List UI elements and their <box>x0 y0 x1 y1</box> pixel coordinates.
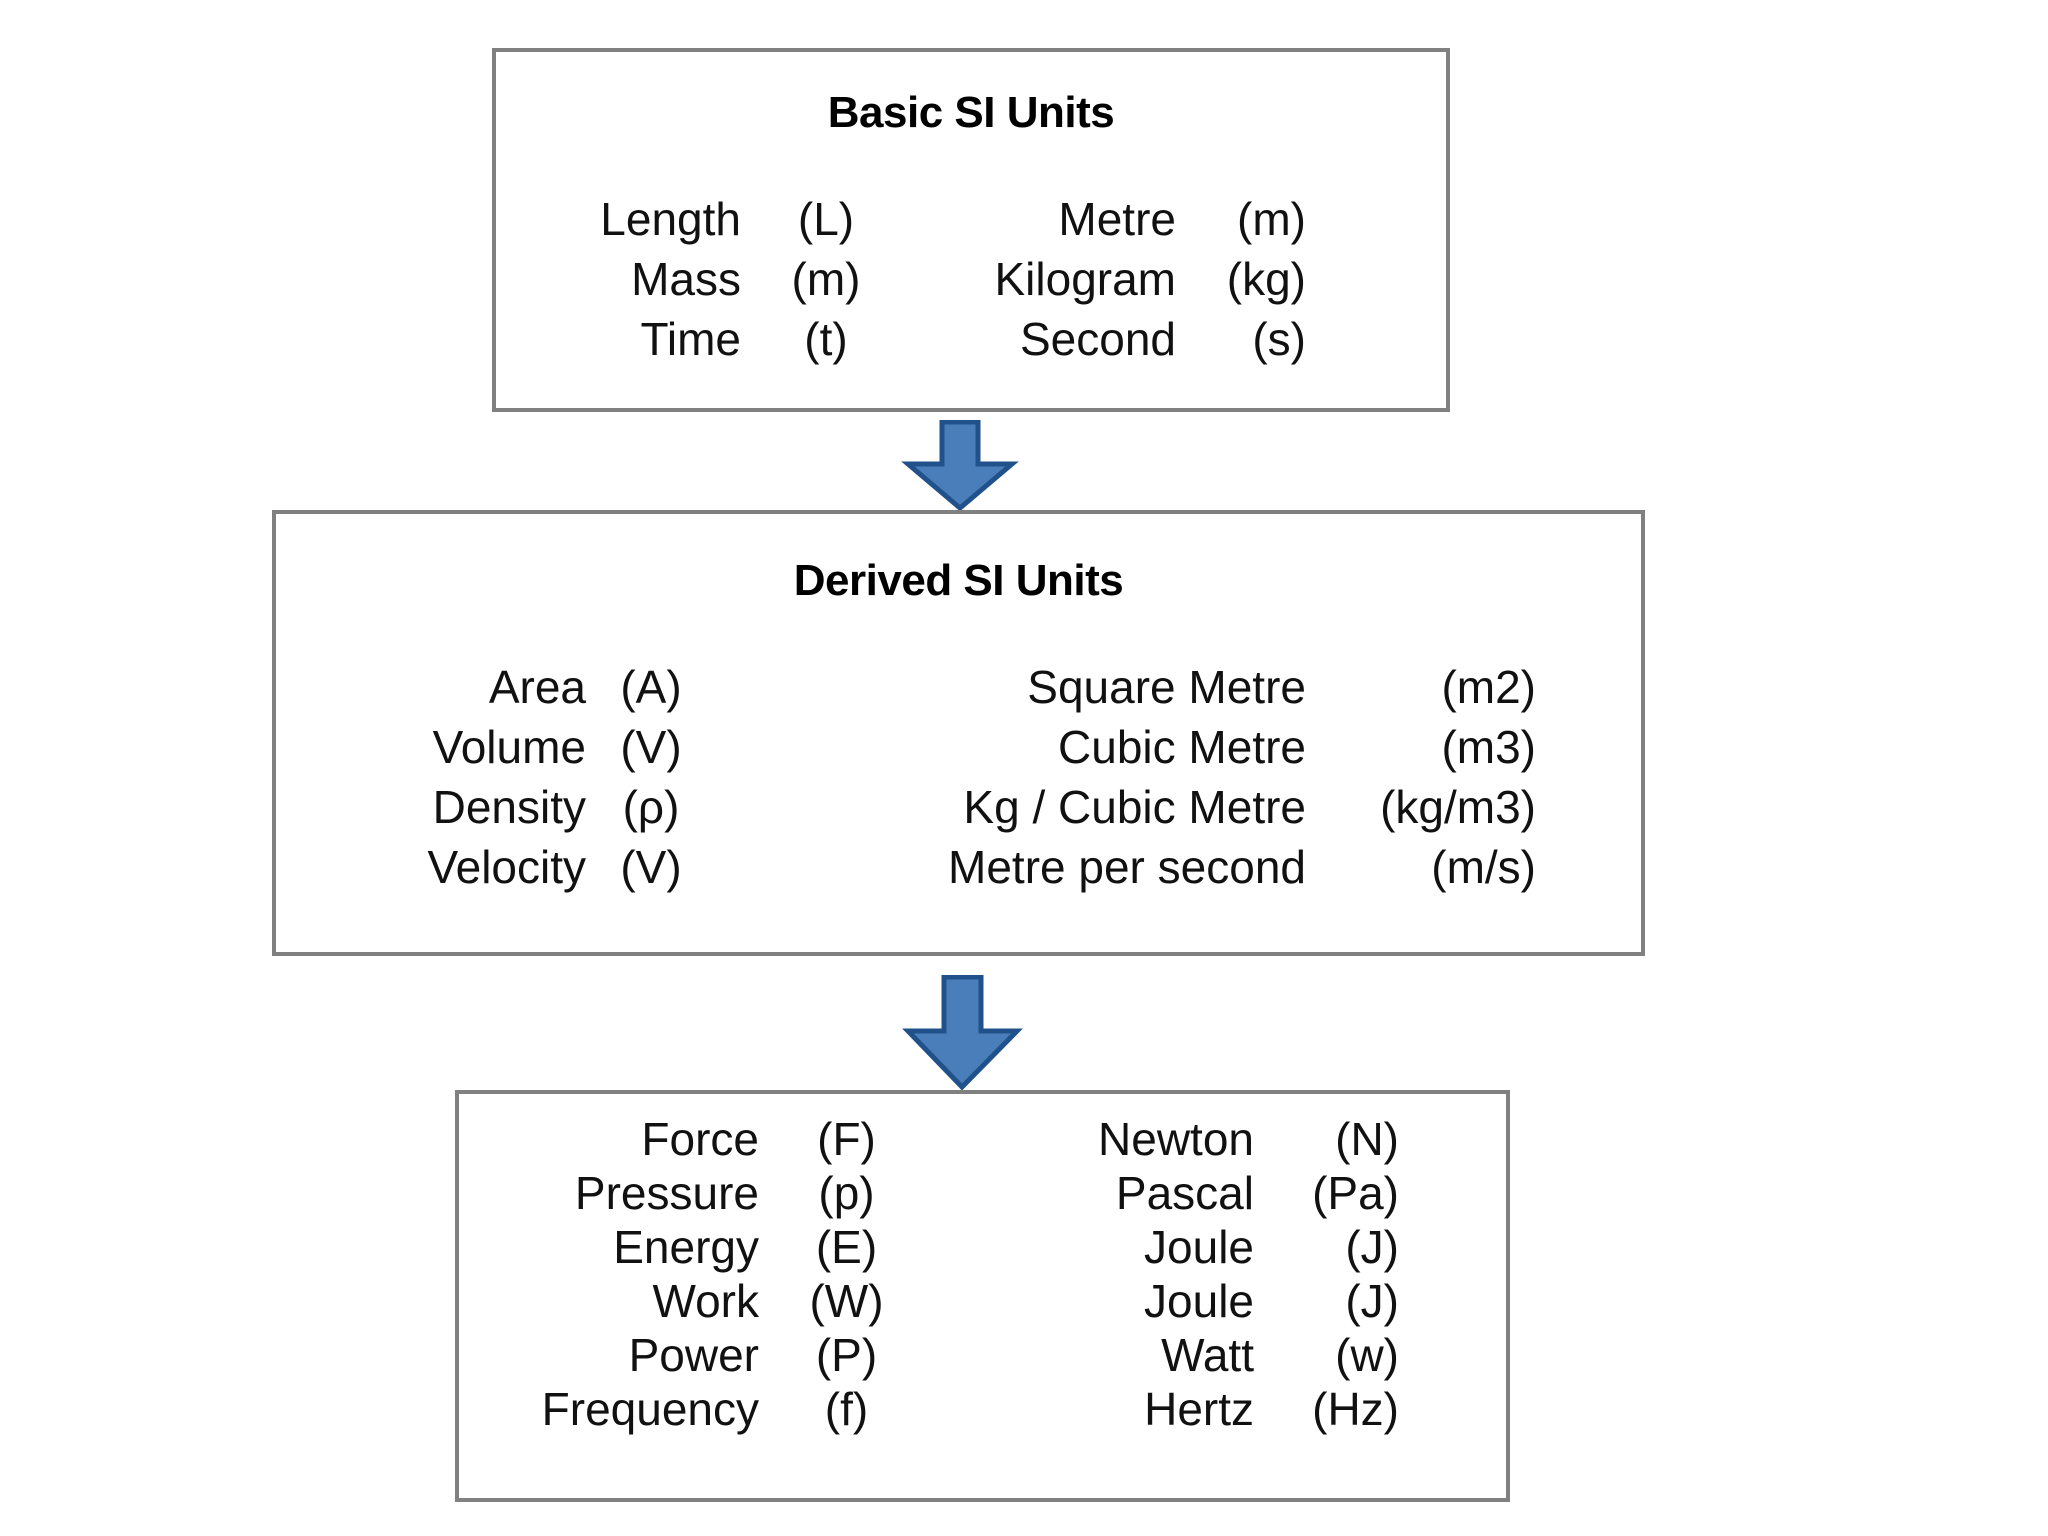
table-row: Velocity (V) Metre per second (m/s) <box>276 844 1641 890</box>
unit-abbreviation: (Hz) <box>1312 1383 1399 1435</box>
quantity-symbol: (W) <box>809 1275 884 1327</box>
unit-abbreviation: (J) <box>1345 1275 1399 1327</box>
unit-name: Metre <box>1058 193 1176 245</box>
unit-name: Watt <box>1161 1329 1254 1381</box>
unit-name: Joule <box>1144 1221 1254 1273</box>
unit-name: Metre per second <box>948 841 1306 893</box>
quantity-symbol: (L) <box>797 193 855 245</box>
derived-si-units-box: Derived SI Units Area (A) Square Metre (… <box>272 510 1645 956</box>
unit-name: Kilogram <box>994 253 1176 305</box>
unit-abbreviation: (w) <box>1335 1329 1399 1381</box>
quantity-symbol: (V) <box>620 841 682 893</box>
table-row: Length (L) Metre (m) <box>496 196 1446 242</box>
table-row: Frequency (f) Hertz (Hz) <box>459 1386 1506 1432</box>
unit-name: Pascal <box>1115 1167 1254 1219</box>
unit-name: Kg / Cubic Metre <box>963 781 1306 833</box>
quantity-symbol: (A) <box>620 661 682 713</box>
quantity-name: Volume <box>432 721 586 773</box>
quantity-symbol: (t) <box>804 313 848 365</box>
table-row: Area (A) Square Metre (m2) <box>276 664 1641 710</box>
table-row: Force (F) Newton (N) <box>459 1116 1506 1162</box>
basic-si-units-rows: Length (L) Metre (m) Mass (m) Kilogram (… <box>496 196 1446 362</box>
basic-si-units-box: Basic SI Units Length (L) Metre (m) Mass… <box>492 48 1450 412</box>
quantity-symbol: (ρ) <box>622 781 680 833</box>
unit-abbreviation: (kg) <box>1226 253 1306 305</box>
quantity-name: Force <box>641 1113 759 1165</box>
table-row: Time (t) Second (s) <box>496 316 1446 362</box>
quantity-name: Area <box>488 661 586 713</box>
quantity-name: Time <box>640 313 741 365</box>
unit-abbreviation: (J) <box>1345 1221 1399 1273</box>
quantity-symbol: (f) <box>824 1383 869 1435</box>
unit-name: Cubic Metre <box>1058 721 1306 773</box>
quantity-name: Power <box>628 1329 759 1381</box>
unit-name: Square Metre <box>1027 661 1306 713</box>
quantity-symbol: (P) <box>815 1329 878 1381</box>
table-row: Pressure (p) Pascal (Pa) <box>459 1170 1506 1216</box>
quantity-symbol: (E) <box>815 1221 878 1273</box>
table-row: Power (P) Watt (w) <box>459 1332 1506 1378</box>
table-row: Work (W) Joule (J) <box>459 1278 1506 1324</box>
unit-name: Second <box>1019 313 1176 365</box>
unit-abbreviation: (m/s) <box>1431 841 1536 893</box>
derived-si-units-rows: Area (A) Square Metre (m2) Volume (V) Cu… <box>276 664 1641 890</box>
table-row: Mass (m) Kilogram (kg) <box>496 256 1446 302</box>
quantity-symbol: (m) <box>791 253 861 305</box>
quantity-name: Mass <box>631 253 741 305</box>
unit-abbreviation: (N) <box>1335 1113 1399 1165</box>
unit-name: Newton <box>1098 1113 1254 1165</box>
quantity-name: Length <box>600 193 741 245</box>
unit-abbreviation: (m3) <box>1441 721 1536 773</box>
unit-abbreviation: (kg/m3) <box>1380 781 1536 833</box>
mechanical-si-units-rows: Force (F) Newton (N) Pressure (p) Pascal… <box>459 1116 1506 1432</box>
unit-abbreviation: (Pa) <box>1312 1167 1399 1219</box>
quantity-symbol: (p) <box>818 1167 875 1219</box>
quantity-name: Pressure <box>574 1167 759 1219</box>
mechanical-si-units-box: Force (F) Newton (N) Pressure (p) Pascal… <box>455 1090 1510 1502</box>
quantity-name: Density <box>432 781 586 833</box>
derived-si-units-title: Derived SI Units <box>793 556 1124 605</box>
basic-si-units-title: Basic SI Units <box>827 88 1115 137</box>
unit-abbreviation: (s) <box>1252 313 1306 365</box>
unit-abbreviation: (m) <box>1237 193 1306 245</box>
arrow-down-icon <box>900 975 1025 1090</box>
table-row: Energy (E) Joule (J) <box>459 1224 1506 1270</box>
arrow-down-icon <box>900 420 1020 510</box>
unit-abbreviation: (m2) <box>1441 661 1536 713</box>
quantity-symbol: (F) <box>817 1113 876 1165</box>
quantity-name: Velocity <box>427 841 586 893</box>
quantity-name: Frequency <box>541 1383 759 1435</box>
unit-name: Hertz <box>1144 1383 1254 1435</box>
unit-name: Joule <box>1144 1275 1254 1327</box>
table-row: Volume (V) Cubic Metre (m3) <box>276 724 1641 770</box>
quantity-symbol: (V) <box>620 721 682 773</box>
quantity-name: Work <box>652 1275 760 1327</box>
quantity-name: Energy <box>613 1221 759 1273</box>
table-row: Density (ρ) Kg / Cubic Metre (kg/m3) <box>276 784 1641 830</box>
